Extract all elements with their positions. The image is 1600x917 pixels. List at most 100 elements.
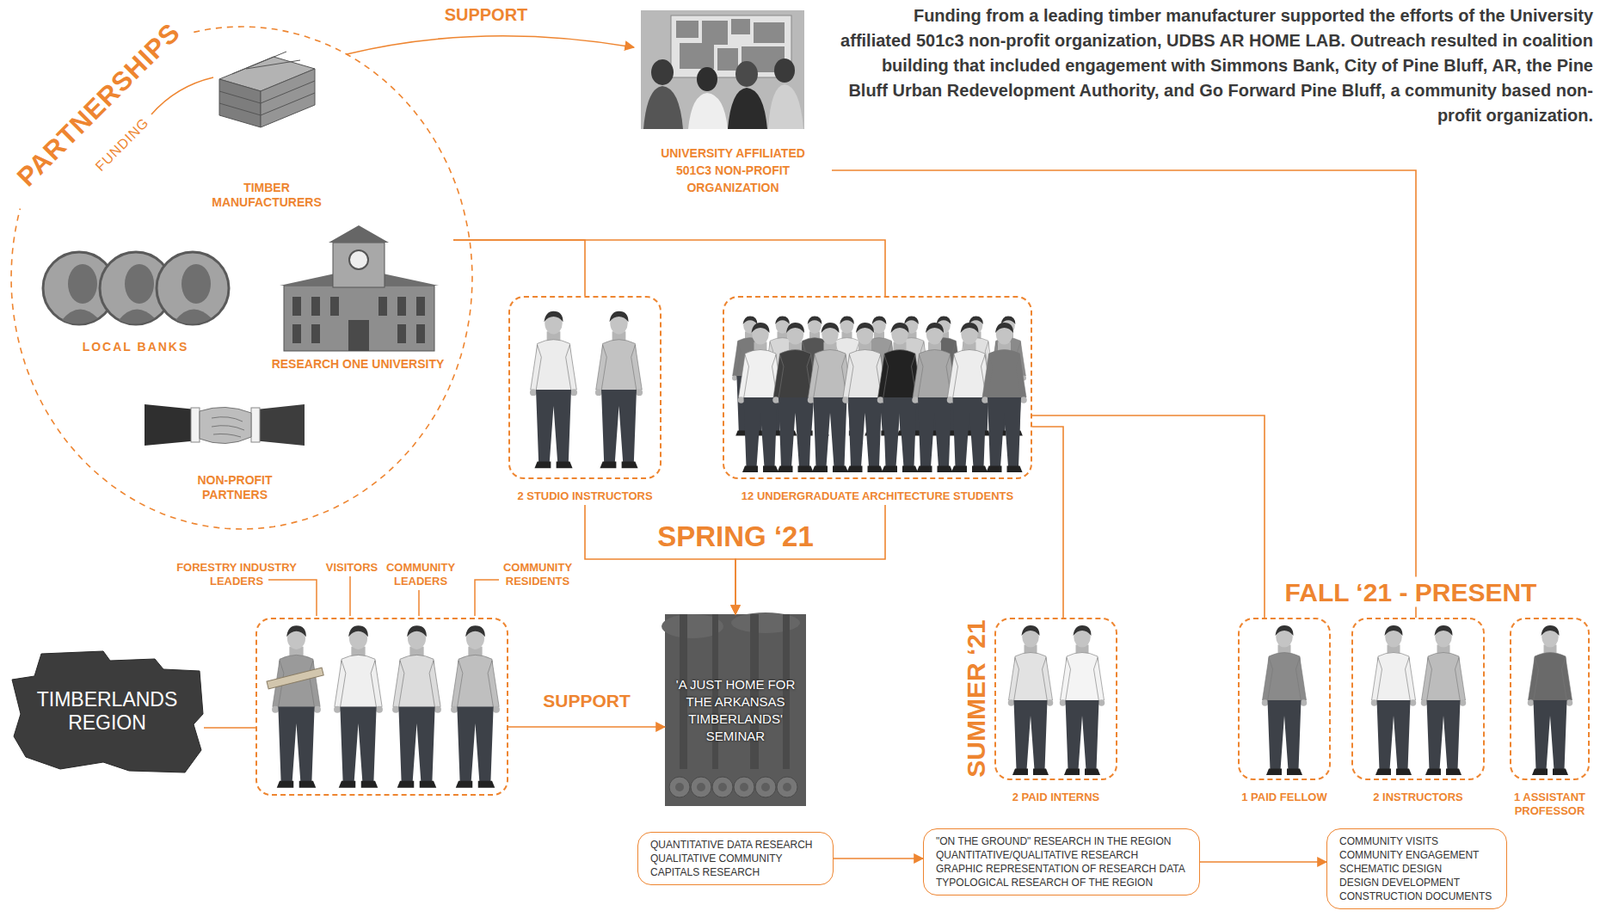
list-text: 'A JUST HOME FOR THE ARKANSAS TIMBERLAND… xyxy=(670,676,801,745)
timber-stack-picture xyxy=(219,51,315,116)
leader-lines xyxy=(349,576,351,616)
forest-photo xyxy=(782,782,792,792)
university-building-picture xyxy=(292,296,425,351)
list-text: QUALITATIVE COMMUNITY CAPITALS RESEARCH xyxy=(650,851,821,880)
people-figures xyxy=(1371,625,1417,776)
leader-lines xyxy=(268,579,317,616)
task-box: "ON THE GROUND" RESEARCH IN THE REGIONQU… xyxy=(923,828,1200,896)
connector xyxy=(831,170,1416,618)
forest-photo xyxy=(712,776,733,798)
people-group: 2 STUDIO INSTRUCTORS xyxy=(508,295,662,505)
list-text: COMMUNITY VISITS xyxy=(1339,834,1495,849)
workshop-photo xyxy=(768,84,804,130)
node-label: LOCAL BANKS xyxy=(38,339,233,355)
node-label: 12 UNDERGRADUATE ARCHITECTURE STUDENTS xyxy=(722,489,1033,504)
connector xyxy=(453,240,886,296)
connector xyxy=(453,240,585,296)
node-label: 2 STUDIO INSTRUCTORS xyxy=(508,489,662,504)
leader-lines xyxy=(418,590,420,616)
people-figures xyxy=(595,311,643,469)
connector xyxy=(1032,415,1265,618)
workshop-photo xyxy=(753,22,785,44)
workshop-photo xyxy=(731,18,751,35)
coin-pictures xyxy=(43,252,229,325)
leader-lines xyxy=(474,579,499,616)
university-building-picture xyxy=(283,285,435,351)
handshake-picture xyxy=(251,407,260,443)
people-figures xyxy=(1059,625,1106,776)
forest-photo xyxy=(696,782,706,792)
node-label: NON-PROFIT PARTNERS xyxy=(183,473,287,503)
people-figures xyxy=(392,625,442,788)
list-text: QUANTITATIVE DATA RESEARCH xyxy=(650,837,821,852)
people-figures xyxy=(266,667,324,690)
node-label: COMMUNITY RESIDENTS xyxy=(498,560,577,589)
list-text: TYPOLOGICAL RESEARCH OF THE REGION xyxy=(935,875,1188,890)
university-building-picture xyxy=(348,320,370,351)
node-label: UNIVERSITY AFFILIATED 501C3 NON-PROFIT O… xyxy=(651,144,815,197)
forest-photo xyxy=(776,776,798,798)
workshop-photo xyxy=(727,87,768,130)
leader-lines xyxy=(151,77,214,115)
workshop-photo xyxy=(676,20,699,38)
list-text: "ON THE GROUND" RESEARCH IN THE REGION xyxy=(935,834,1188,849)
edge-label: SPRING ‘21 xyxy=(652,520,819,554)
dashed-outline xyxy=(508,295,662,480)
coin-pictures xyxy=(67,264,98,304)
workshop-photo xyxy=(651,59,674,86)
university-building-picture xyxy=(332,242,385,288)
people-figures xyxy=(271,625,321,788)
node-label: PARTNERSHIPS xyxy=(6,12,192,198)
people-group: FORESTRY INDUSTRY LEADERSVISITORSCOMMUNI… xyxy=(255,617,509,796)
region-map-shape xyxy=(12,651,204,773)
university-building-picture xyxy=(279,225,439,351)
partner-picture: TIMBER MANUFACTURERS xyxy=(206,49,327,216)
list-text: CONSTRUCTION DOCUMENTS xyxy=(1339,889,1495,904)
people-figures xyxy=(266,311,1573,788)
people-figures xyxy=(1421,625,1467,776)
people-group: 2 INSTRUCTORS xyxy=(1351,617,1485,807)
university-building-picture xyxy=(378,296,388,316)
node-label: 2 INSTRUCTORS xyxy=(1351,790,1485,805)
forest-photo xyxy=(750,614,759,770)
workshop-photo xyxy=(696,67,718,92)
handshake-picture xyxy=(190,407,200,443)
university-building-picture xyxy=(292,296,302,316)
partner-picture: RESEARCH ONE UNIVERSITY xyxy=(262,216,454,375)
forest-photo xyxy=(675,782,792,792)
university-building-picture xyxy=(311,324,320,344)
node-label: 1 PAID FELLOW xyxy=(1237,790,1331,805)
timber-stack-picture xyxy=(219,79,261,128)
workshop-photo xyxy=(688,92,728,130)
dashed-outline xyxy=(1351,617,1485,781)
partner-picture: NON-PROFIT PARTNERS xyxy=(142,378,307,510)
forest-photo xyxy=(669,776,798,798)
node-label: 2 PAID INTERNS xyxy=(994,790,1118,805)
connector xyxy=(346,36,634,55)
handshake-picture xyxy=(144,404,305,446)
handshake-picture xyxy=(144,404,200,446)
timber-stack-picture xyxy=(260,68,315,128)
workshop-photo xyxy=(676,18,785,73)
dashed-outline xyxy=(1237,617,1331,781)
dashed-outline xyxy=(994,617,1118,781)
handshake-picture xyxy=(199,406,252,444)
forest-photo xyxy=(739,782,749,792)
list-text: SCHEMATIC DESIGN xyxy=(1339,861,1495,876)
forest-photo xyxy=(733,776,755,798)
people-figures xyxy=(450,625,500,788)
forest-photo xyxy=(675,782,684,792)
workshop-photo xyxy=(679,43,714,69)
edge-label: SUPPORT xyxy=(537,690,636,712)
workshop-photo xyxy=(640,10,805,130)
node-label: 1 ASSISTANT PROFESSOR xyxy=(1509,790,1590,819)
node-label: SUMMER ‘21 xyxy=(961,612,991,785)
coin-pictures xyxy=(118,308,155,324)
connector xyxy=(203,726,256,729)
node-label: TIMBER MANUFACTURERS xyxy=(206,180,327,210)
workshop-photo xyxy=(643,86,684,130)
people-figures xyxy=(333,625,383,788)
university-building-picture xyxy=(397,296,407,316)
connector xyxy=(1200,861,1327,863)
